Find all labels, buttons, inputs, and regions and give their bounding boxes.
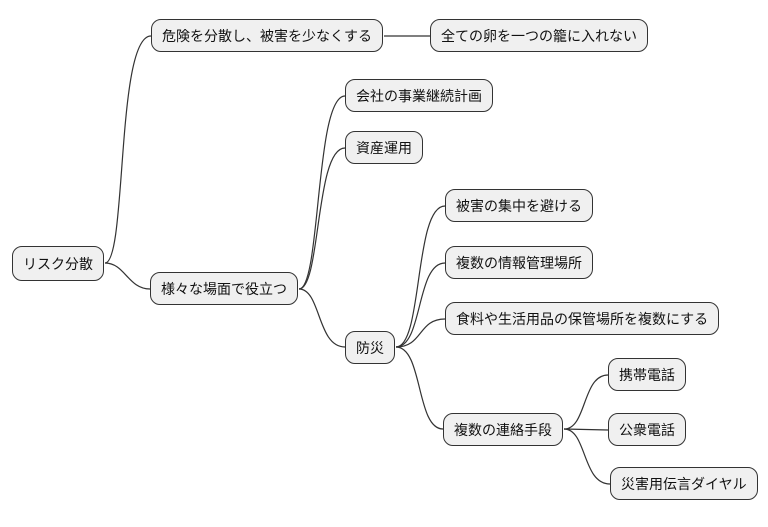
edge-root-to-spread bbox=[104, 35, 152, 264]
node-eggs-one-basket: 全ての卵を一つの籠に入れない bbox=[430, 19, 648, 52]
edge-root-to-useful bbox=[104, 262, 151, 290]
node-business-continuity-plan: 会社の事業継続計画 bbox=[345, 79, 493, 112]
node-disaster-message-dial: 災害用伝言ダイヤル bbox=[610, 467, 758, 500]
edge-renraku-to-dial bbox=[563, 428, 611, 485]
node-multiple-contact-methods: 複数の連絡手段 bbox=[443, 413, 563, 446]
node-public-phone: 公衆電話 bbox=[608, 413, 686, 446]
node-spread-risk-reduce-damage: 危険を分散し、被害を少なくする bbox=[151, 19, 383, 52]
node-useful-in-various-scenes: 様々な場面で役立つ bbox=[150, 272, 298, 305]
edge-bousai-to-renraku bbox=[395, 346, 444, 430]
edge-bousai-to-higai bbox=[395, 205, 446, 348]
edge-bousai-to-jouhou bbox=[395, 262, 446, 348]
node-risk-diversification: リスク分散 bbox=[12, 246, 104, 281]
edge-useful-to-bousai bbox=[298, 288, 346, 348]
node-multiple-info-storage-places: 複数の情報管理場所 bbox=[445, 246, 593, 279]
edge-bousai-to-shokuryou bbox=[395, 318, 446, 348]
edge-renraku-to-keitai bbox=[563, 374, 609, 430]
edge-useful-to-bcp bbox=[298, 95, 346, 290]
edge-renraku-to-koushuu bbox=[563, 428, 609, 431]
node-avoid-damage-concentration: 被害の集中を避ける bbox=[445, 189, 593, 222]
node-multiple-supply-storage: 食料や生活用品の保管場所を複数にする bbox=[445, 302, 720, 335]
node-asset-management: 資産運用 bbox=[345, 131, 423, 164]
node-mobile-phone: 携帯電話 bbox=[608, 358, 686, 391]
node-disaster-prevention: 防災 bbox=[345, 331, 395, 364]
edge-useful-to-asset bbox=[298, 147, 346, 290]
